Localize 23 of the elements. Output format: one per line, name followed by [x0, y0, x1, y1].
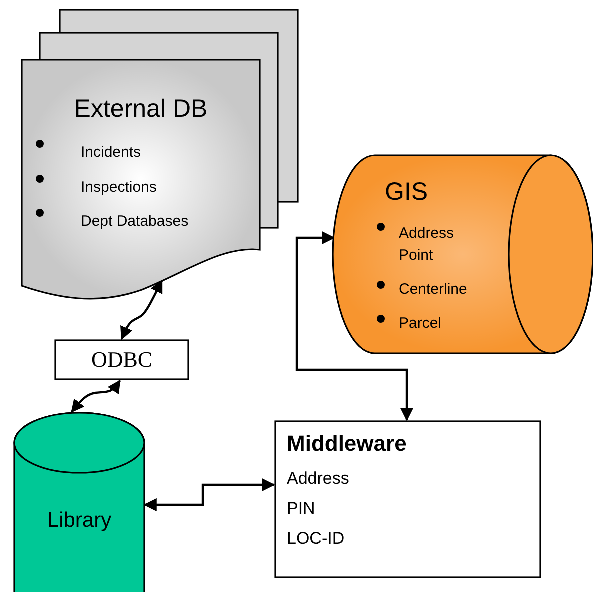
node-title: Library	[46, 508, 113, 533]
list-item: Address Point	[399, 224, 456, 266]
node-title: Middleware	[287, 431, 407, 457]
node-title: External DB	[73, 94, 209, 124]
list-item: Address	[287, 469, 350, 489]
document-stack	[22, 10, 298, 302]
connector-box	[55, 340, 189, 380]
list-item: PIN	[287, 499, 316, 519]
node-title: ODBC	[90, 347, 154, 373]
process-box	[275, 421, 541, 578]
database-cylinder	[333, 155, 593, 354]
list-item: Dept Databases	[81, 213, 189, 231]
list-item: Parcel	[399, 315, 442, 333]
list-item: Inspections	[81, 179, 157, 197]
arrow	[296, 231, 414, 422]
list-item: Centerline	[399, 281, 468, 299]
node-title: GIS	[385, 177, 428, 207]
list-item: Incidents	[81, 144, 142, 162]
arrow	[71, 380, 121, 414]
list-item: LOC-ID	[287, 529, 345, 549]
database-cylinder	[14, 413, 145, 592]
arrow	[120, 280, 163, 340]
arrow	[144, 478, 276, 512]
